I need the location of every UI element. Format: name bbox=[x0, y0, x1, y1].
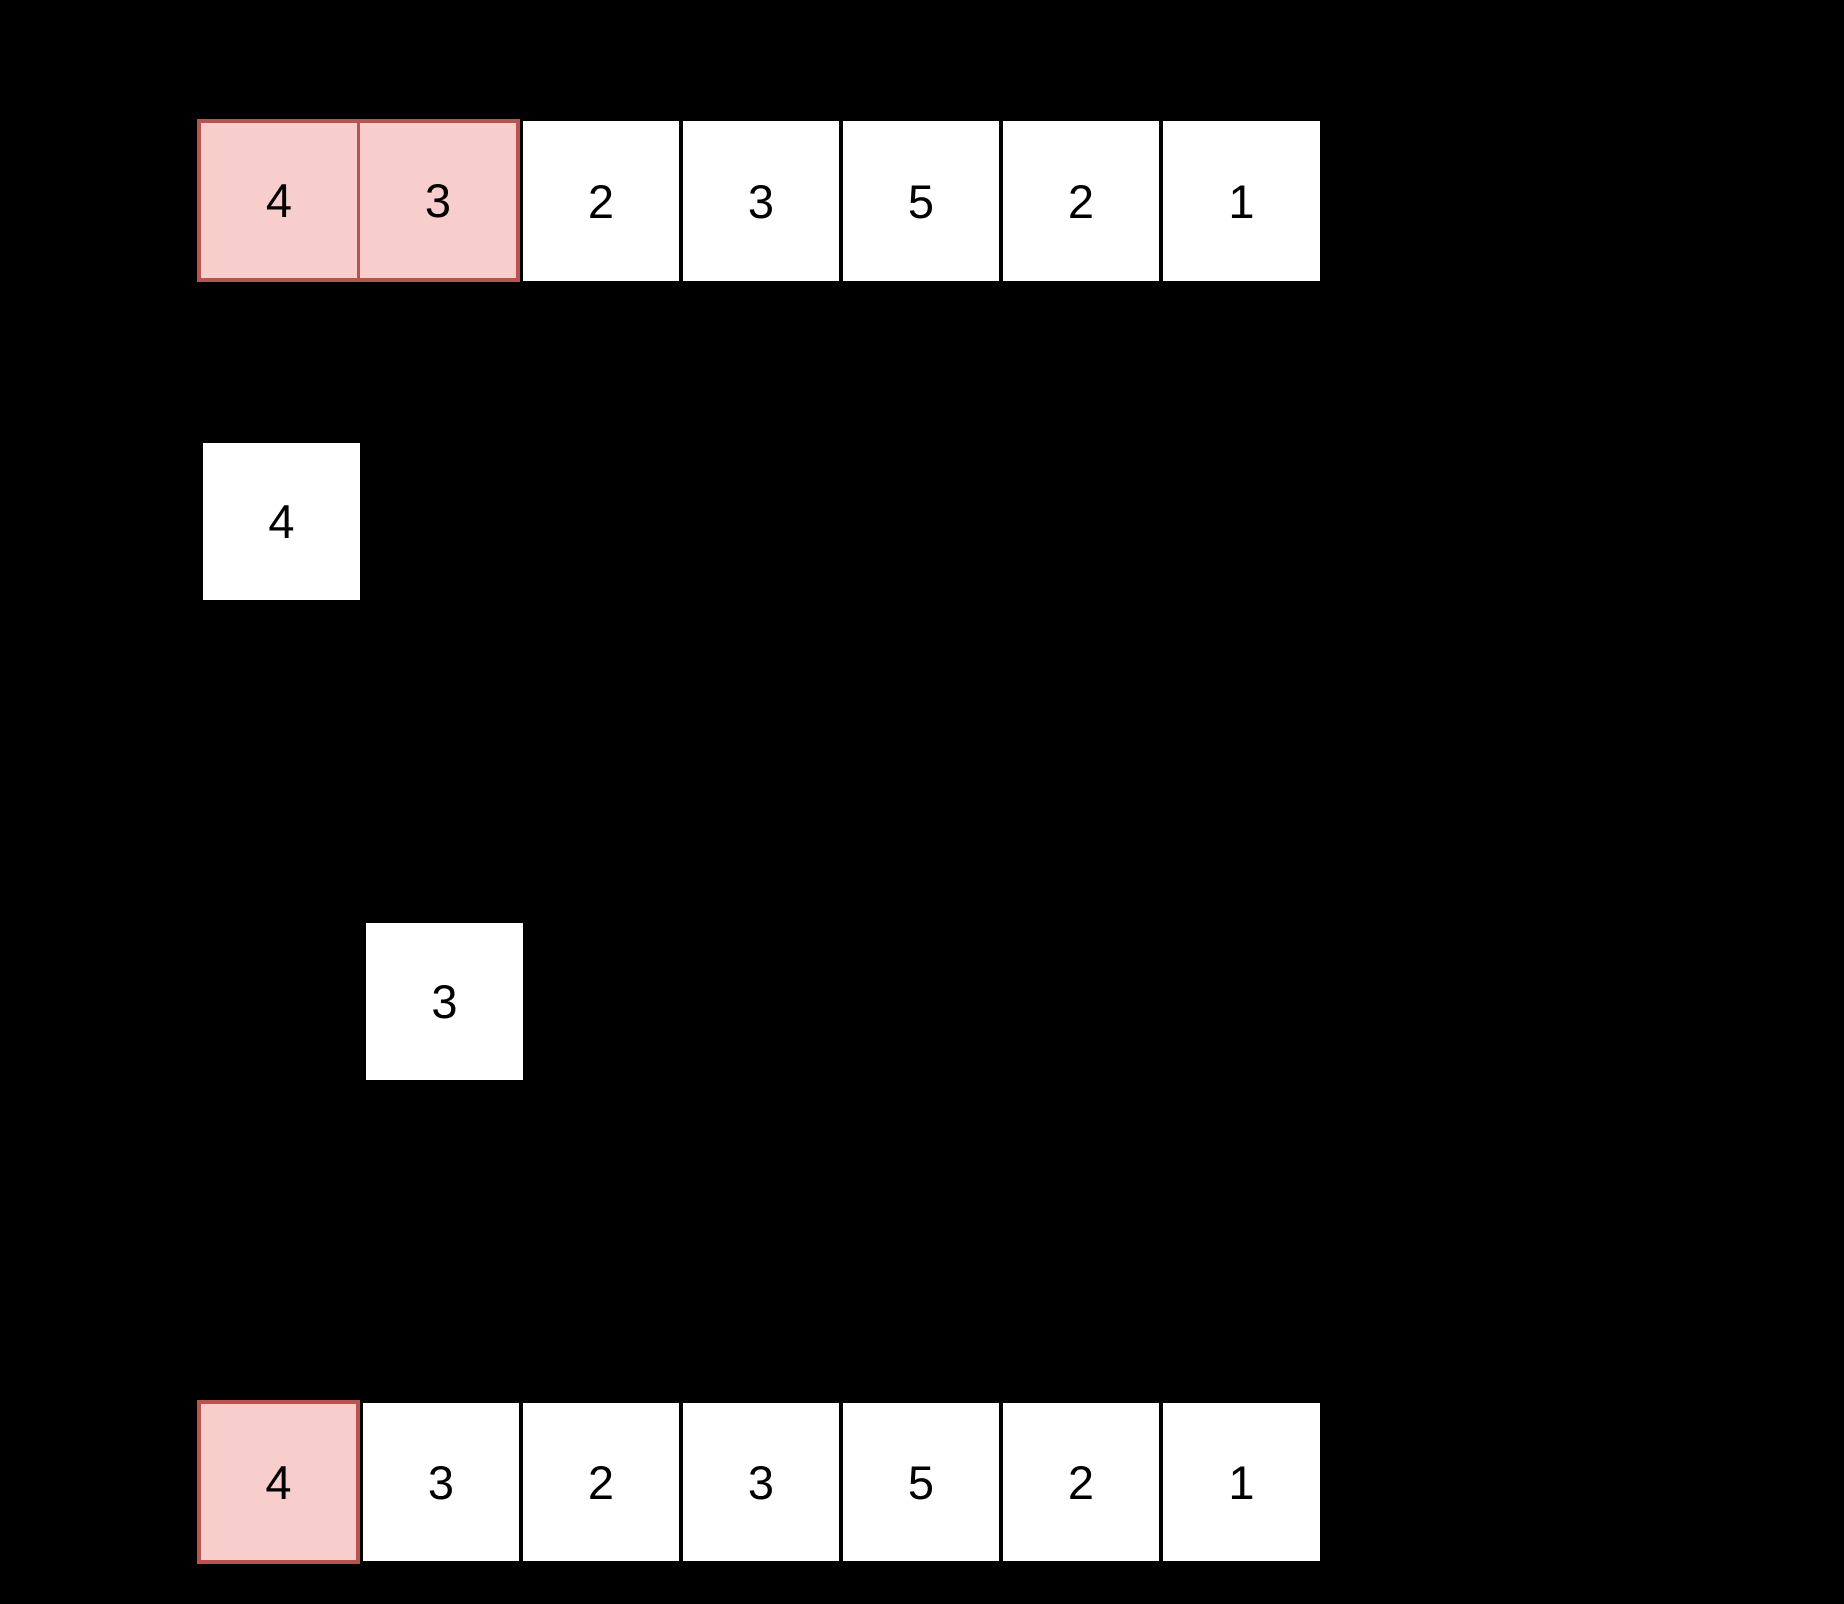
top-cell-3: 3 bbox=[683, 121, 839, 281]
extracted-cell-first: 4 bbox=[203, 443, 360, 600]
top-cell-6: 1 bbox=[1163, 121, 1320, 281]
top-highlighted-pair: 4 3 bbox=[197, 119, 520, 282]
bottom-cell-2: 2 bbox=[523, 1403, 679, 1561]
bottom-cell-0: 4 bbox=[197, 1400, 360, 1564]
top-cell-0: 4 bbox=[201, 123, 357, 278]
bottom-cell-5: 2 bbox=[1003, 1403, 1159, 1561]
bottom-cell-4: 5 bbox=[843, 1403, 999, 1561]
top-cell-2: 2 bbox=[523, 121, 679, 281]
bottom-cell-1: 3 bbox=[363, 1403, 519, 1561]
top-cell-4: 5 bbox=[843, 121, 999, 281]
bottom-cell-6: 1 bbox=[1163, 1403, 1320, 1561]
top-cell-1: 3 bbox=[360, 123, 516, 278]
extracted-cell-second: 3 bbox=[366, 923, 523, 1080]
top-cell-5: 2 bbox=[1003, 121, 1159, 281]
bottom-cell-3: 3 bbox=[683, 1403, 839, 1561]
pair-divider bbox=[357, 123, 360, 278]
